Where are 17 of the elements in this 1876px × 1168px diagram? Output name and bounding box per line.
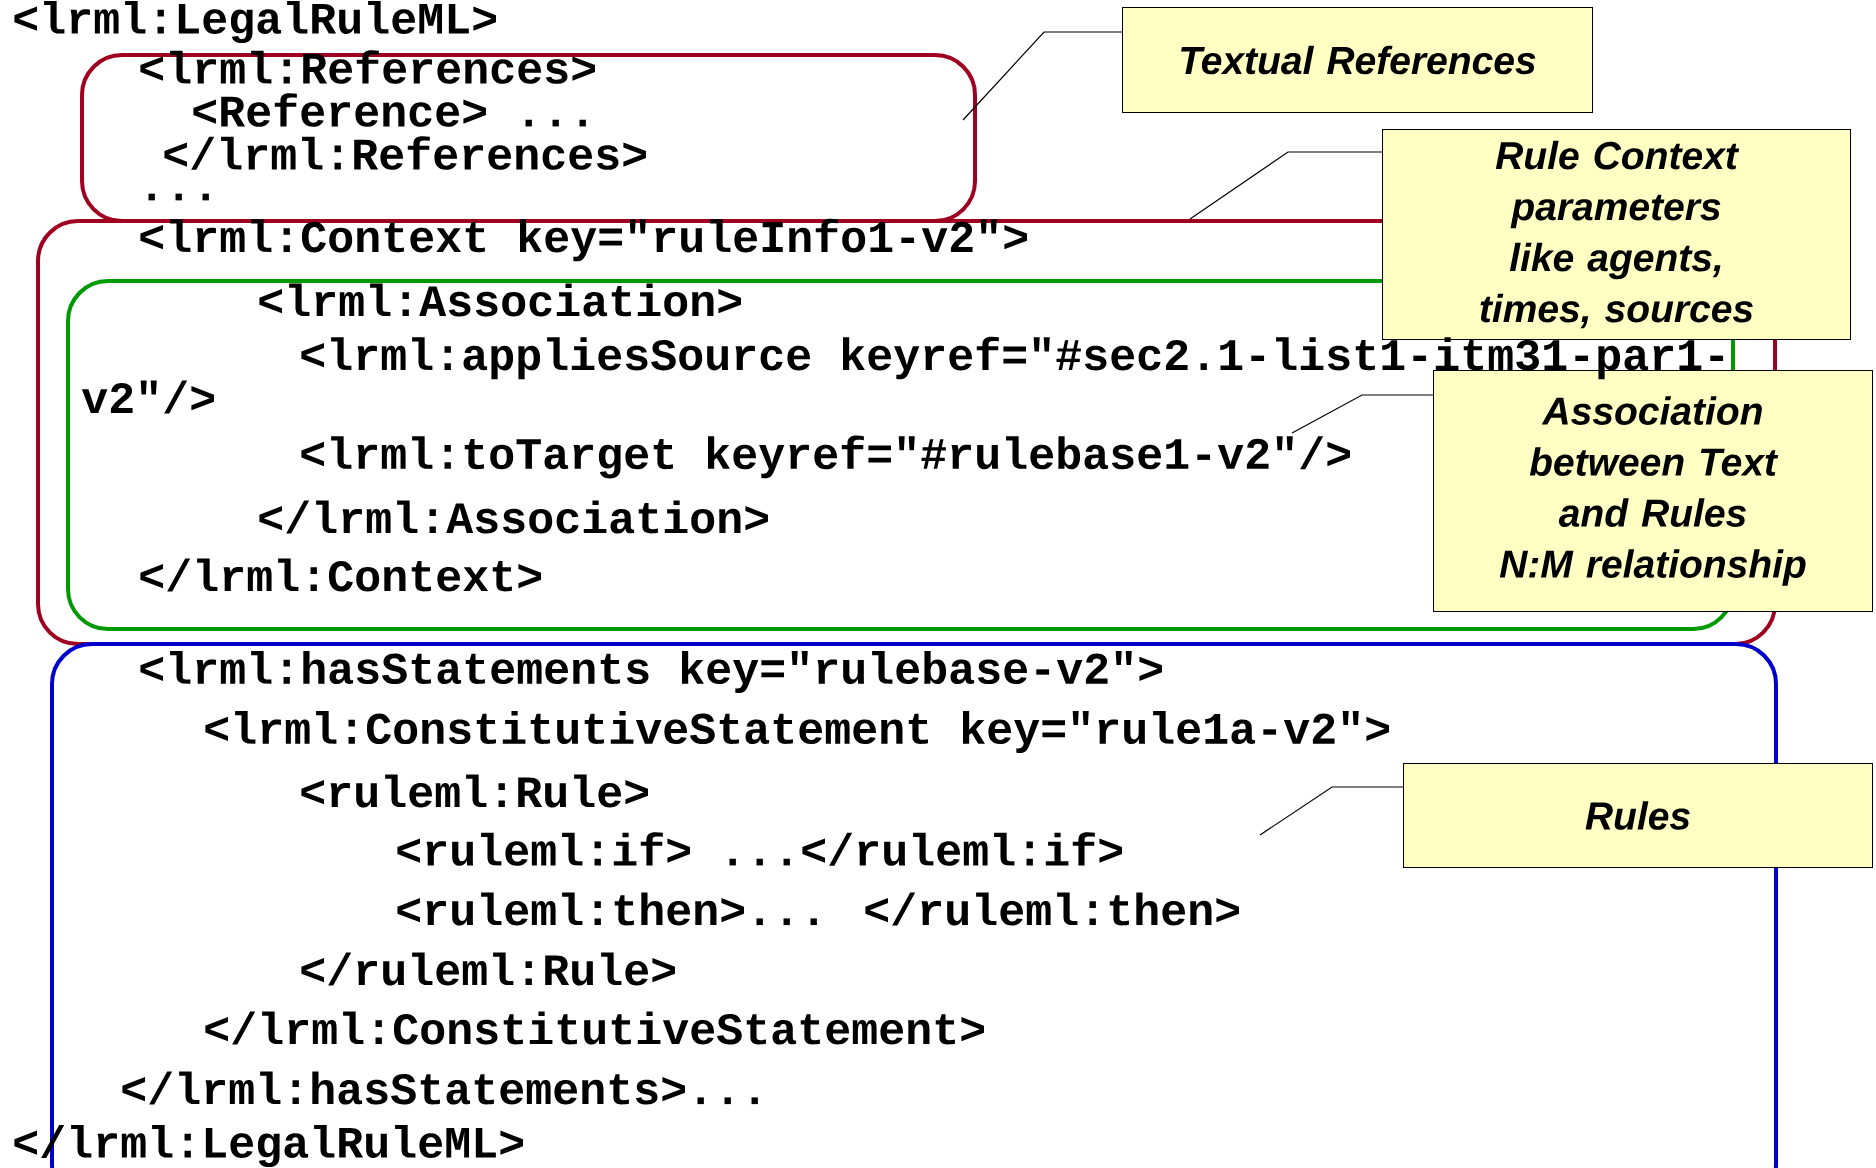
code-line: <lrml:hasStatements key="rulebase-v2">: [140, 651, 1162, 693]
callout-box: Rules: [1403, 763, 1873, 868]
code-line: <ruleml:if> ...</ruleml:if>: [397, 832, 1122, 866]
code-line: </lrml:References>: [164, 136, 646, 170]
code-line: </lrml:ConstitutiveStatement>: [205, 1011, 984, 1045]
leader-line: [962, 31, 1123, 121]
code-line: </lrml:hasStatements>...: [122, 1071, 758, 1105]
code-line: <lrml:ConstitutiveStatement key="rule1a-v2">: [205, 711, 1389, 753]
leader-line: [1189, 151, 1383, 220]
code-line: <ruleml:then>... </ruleml:then>: [397, 892, 1239, 926]
callout-box: Textual References: [1122, 7, 1593, 113]
leader-line: [1259, 786, 1404, 836]
code-line: <lrml:References>: [140, 50, 595, 84]
code-line: </ruleml:Rule>: [301, 952, 675, 986]
code-line: <ruleml:Rule>: [301, 774, 648, 808]
code-line: ...: [148, 193, 209, 201]
code-line: <Reference> ...: [193, 93, 586, 127]
